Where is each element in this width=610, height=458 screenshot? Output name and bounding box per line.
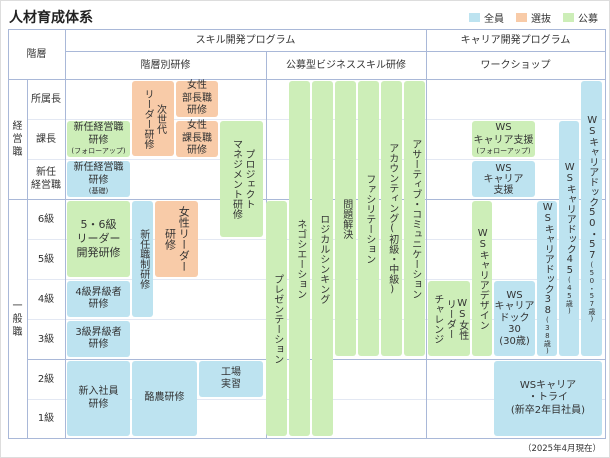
program-presentation[interactable]: プレゼンテーション <box>266 201 287 436</box>
program-ws-career-design[interactable]: WSキャリアデザイン <box>472 201 492 356</box>
header-workshop: ワークショップ <box>480 59 551 71</box>
program-ws-career-dock-45[interactable]: WSキャリアドック45(45歳) <box>559 121 579 356</box>
program-label: WSキャリアドック38 <box>542 202 554 316</box>
header-career-program: キャリア開発プログラム <box>460 34 571 46</box>
row-label: 1級 <box>37 413 55 424</box>
program-new-manager-basic[interactable]: 新任経営職 研修(基礎) <box>67 161 130 197</box>
row-label: 2級 <box>37 373 55 385</box>
program-next-gen-leader[interactable]: 次世代 リーダー研修 <box>132 81 174 156</box>
program-problem-solving[interactable]: 問題解決 <box>335 81 356 356</box>
program-ws-career-try[interactable]: WSキャリア ・トライ (新卒2年目社員) <box>494 361 602 436</box>
group-general: 一 般 職 <box>12 300 23 338</box>
program-label: WS キャリア支援 <box>473 122 534 146</box>
program-label: 新任経営職 研修 <box>73 162 124 186</box>
legend-selected: 選抜 <box>516 10 551 25</box>
program-ws-career-dock-50-57[interactable]: WSキャリアドック50・57(50・57歳) <box>581 81 602 356</box>
legend-label: 選抜 <box>531 14 551 25</box>
row-label: 4級 <box>37 293 55 305</box>
row-label: 新任 経営職 <box>31 167 61 191</box>
legend-swatch <box>469 13 480 22</box>
program-ws-career-dock-30[interactable]: WS キャリア ドック 30 (30歳) <box>494 281 535 356</box>
program-assertive-communication[interactable]: アサーティブ・コミュニケーション <box>404 81 425 356</box>
header-skill-program: スキル開発プログラム <box>195 34 296 46</box>
legend-all: 全員 <box>469 10 504 25</box>
program-grade4-promotion[interactable]: 4級昇級者 研修 <box>67 281 130 317</box>
program-ws-career-support-followup[interactable]: WS キャリア支援(フォローアップ) <box>472 121 535 157</box>
header-tiered-training: 階層別研修 <box>140 59 191 71</box>
program-female-dept-manager[interactable]: 女性 部長職 研修 <box>176 80 218 117</box>
program-note: (フォローアップ) <box>71 147 126 156</box>
group-management: 経 営 職 <box>12 120 23 158</box>
program-label: WSキャリアドック50・57 <box>586 114 598 261</box>
program-note: (フォローアップ) <box>476 147 531 156</box>
program-grade3-promotion[interactable]: 3級昇級者 研修 <box>67 321 130 357</box>
program-ws-female-leader-challenge[interactable]: WS女性 リーダー チャレンジ <box>428 281 470 356</box>
program-logical-thinking[interactable]: ロジカルシンキング <box>312 81 333 436</box>
program-female-leader[interactable]: 女性リーダー 研修 <box>155 201 198 277</box>
legend-swatch <box>516 13 527 22</box>
program-facilitation[interactable]: ファシリテーション <box>358 81 379 356</box>
program-ws-career-dock-38[interactable]: WSキャリアドック38(38歳) <box>537 201 557 356</box>
header-level: 階層 <box>26 48 47 60</box>
program-note: (45歳) <box>565 276 574 315</box>
row-label: 所属長 <box>31 93 61 105</box>
legend-label: 公募 <box>578 14 598 25</box>
program-new-supervisor[interactable]: 新任職制研修 <box>132 201 153 317</box>
row-label: 課長 <box>36 133 56 145</box>
program-ws-career-support[interactable]: WS キャリア 支援 <box>472 161 535 197</box>
legend-label: 全員 <box>484 14 504 25</box>
program-grade56-leader[interactable]: 5・6級 リーダー 開発研修 <box>67 201 130 277</box>
program-accounting[interactable]: アカウンティング(初級・中級) <box>381 81 402 356</box>
legend-swatch <box>563 13 574 22</box>
footer-date: （2025年4月現在） <box>522 444 601 454</box>
row-label: 6級 <box>37 213 55 225</box>
program-new-manager-followup[interactable]: 新任経営職 研修(フォローアップ) <box>67 121 130 157</box>
row-label: 3級 <box>37 333 55 345</box>
program-note: (基礎) <box>88 187 109 196</box>
program-label: 新任経営職 研修 <box>73 122 124 146</box>
program-female-section-manager[interactable]: 女性 課長職 研修 <box>176 120 218 157</box>
legend-open: 公募 <box>563 10 598 25</box>
program-note: (38歳) <box>543 316 552 355</box>
program-negotiation[interactable]: ネゴシエーション <box>289 81 310 436</box>
row-label: 5級 <box>37 253 55 265</box>
program-factory-practice[interactable]: 工場 実習 <box>199 361 263 397</box>
program-project-management[interactable]: プロジェクト マネジメント研修 <box>220 121 263 237</box>
program-label: WSキャリアドック45 <box>564 162 576 276</box>
header-open-business-skill: 公募型ビジネススキル研修 <box>286 59 406 71</box>
program-note: (50・57歳) <box>587 260 596 323</box>
page-title: 人材育成体系 <box>9 10 93 26</box>
program-new-employee[interactable]: 新入社員 研修 <box>67 361 130 436</box>
program-dairy-farming[interactable]: 酪農研修 <box>132 361 197 436</box>
